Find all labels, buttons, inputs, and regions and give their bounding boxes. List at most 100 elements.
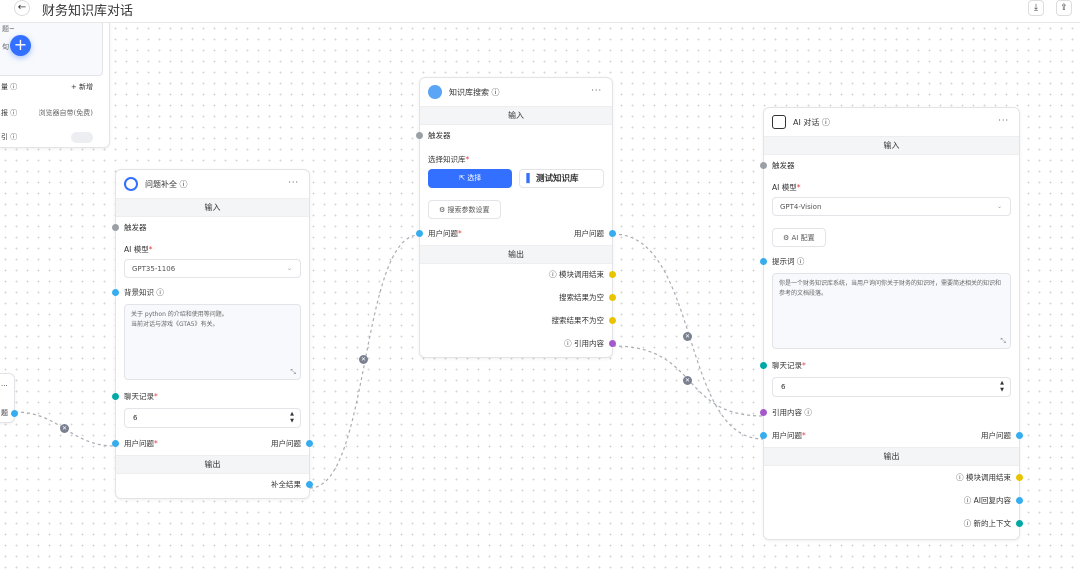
output-not-empty: 搜索结果不为空 (420, 310, 616, 333)
bg-handle[interactable] (112, 289, 119, 296)
share-icon: ⇪ (1060, 3, 1068, 13)
delete-edge-icon[interactable]: ✕ (60, 424, 69, 433)
node-header[interactable]: 问题补全 ⓘ··· (116, 170, 309, 198)
prompt-textarea[interactable]: 你是一个财务知识库系统，当用户询问你关于财务的知识时，需要简述相关的知识和参考的… (772, 273, 1011, 349)
label-text: AI 模型 (124, 245, 149, 254)
output-handle[interactable] (609, 271, 616, 278)
question-icon (124, 177, 138, 191)
trigger-label: 触发器 (772, 161, 795, 170)
output-handle[interactable] (1016, 497, 1023, 504)
input-handle[interactable] (760, 432, 767, 439)
chevron-down-icon: ⌄ (996, 203, 1002, 210)
output-handle[interactable] (609, 294, 616, 301)
model-select[interactable]: GPT4-Vision ⌄ (772, 197, 1011, 216)
node-title: 知识库搜索 (449, 87, 489, 97)
ai-config-button[interactable]: ⚙ AI 配置 (772, 228, 826, 247)
history-handle[interactable] (112, 393, 119, 400)
tts-select[interactable]: 浏览器自带(免费) (38, 109, 93, 117)
delete-edge-icon[interactable]: ✕ (683, 332, 692, 341)
input-handle[interactable] (112, 440, 119, 447)
history-value: 6 (781, 383, 786, 391)
input-handle[interactable] (416, 230, 423, 237)
add-button[interactable]: + (10, 35, 31, 56)
back-button[interactable]: ← (14, 0, 30, 16)
output-handle[interactable] (1016, 432, 1023, 439)
quote-handle[interactable] (760, 409, 767, 416)
output-handle[interactable] (609, 317, 616, 324)
trigger-row: 触发器 (760, 155, 1019, 177)
output-empty: 搜索结果为空 (420, 287, 616, 310)
kb-select-row: ⇱ 选择 ▌ 测试知识库 (420, 169, 612, 188)
export-button[interactable]: ⇪ (1056, 0, 1072, 16)
edge-kb-to-ai-userq (612, 233, 764, 440)
output-label: 模块调用结束 (966, 473, 1011, 482)
guide-toggle[interactable] (71, 132, 93, 143)
more-button[interactable]: ··· (591, 86, 602, 95)
stepper-icon[interactable]: ▲▼ (290, 411, 294, 424)
label-text: AI 模型 (772, 183, 797, 192)
output-handle[interactable] (609, 230, 616, 237)
more-button[interactable]: ··· (998, 116, 1009, 125)
row-label: 引 (1, 133, 8, 141)
more-button[interactable]: ··· (288, 178, 299, 187)
output-label: 引用内容 (574, 339, 604, 348)
user-q-label: 用户问题 (428, 229, 458, 238)
top-bar: ← 财务知识库对话 ⤓ ⇪ (0, 0, 1080, 23)
output-section: 输出 (116, 455, 309, 474)
trigger-row: 触发器 (112, 217, 309, 239)
user-q-out-label: 用户问题 (981, 431, 1011, 440)
output-label: 搜索结果为空 (559, 293, 604, 302)
bg-row: 背景知识 ⓘ (112, 282, 309, 304)
node-header[interactable]: 知识库搜索 ⓘ··· (420, 78, 612, 106)
model-select[interactable]: GPT35-1106⌄ (124, 259, 301, 278)
trigger-handle[interactable] (112, 224, 119, 231)
add-variable-button[interactable]: + 新增 (70, 83, 93, 91)
guide-row: 引 ⓘ (1, 132, 93, 143)
edge-kb-to-ai-quote (612, 345, 764, 417)
output-handle[interactable] (1016, 474, 1023, 481)
output-finish: ⓘ 模块调用结束 (420, 264, 616, 287)
more-button[interactable]: ··· (1, 382, 8, 390)
output-handle[interactable] (609, 340, 616, 347)
output-handle[interactable] (306, 440, 313, 447)
database-icon (428, 85, 442, 99)
search-params-button[interactable]: ⚙ 搜索参数设置 (428, 200, 501, 219)
trigger-handle[interactable] (760, 162, 767, 169)
node-title: 问题补全 (145, 179, 177, 189)
button-label: 搜索参数设置 (447, 206, 490, 214)
user-question-row: 用户问题*用户问题 (416, 223, 616, 245)
kb-tag[interactable]: ▌ 测试知识库 (519, 169, 604, 188)
delete-edge-icon[interactable]: ✕ (359, 355, 368, 364)
trigger-label: 触发器 (124, 223, 147, 232)
bg-textarea[interactable]: 关于 python 的介绍和使用等问题。 当前对话与游戏《GTA5》有关。 ⤡ (124, 304, 301, 380)
arrow-left-icon: ← (17, 2, 27, 13)
prompt-handle[interactable] (760, 258, 767, 265)
cursor-icon: ⇱ (459, 174, 466, 182)
stepper-icon[interactable]: ▲▼ (1000, 380, 1004, 393)
output-handle[interactable] (11, 410, 18, 417)
output-handle[interactable] (1016, 520, 1023, 527)
result-label: 补全结果 (271, 480, 301, 489)
history-input[interactable]: 6▲▼ (124, 408, 301, 428)
expand-icon[interactable]: ⤡ (1000, 337, 1006, 345)
history-handle[interactable] (760, 362, 767, 369)
delete-edge-icon[interactable]: ✕ (683, 376, 692, 385)
expand-icon[interactable]: ⤡ (290, 368, 296, 376)
history-input[interactable]: 6 ▲▼ (772, 377, 1011, 397)
selected-value: GPT35-1106 (132, 265, 176, 273)
select-kb-button[interactable]: ⇱ 选择 (428, 169, 513, 188)
node-header[interactable]: AI 对话 ⓘ··· (764, 108, 1019, 136)
result-handle[interactable] (306, 481, 313, 488)
output-label: 模块调用结束 (559, 270, 604, 279)
textarea-text: 旬 (2, 43, 9, 51)
prompt-label: 提示词 (772, 257, 795, 266)
import-button[interactable]: ⤓ (1028, 0, 1044, 16)
trigger-handle[interactable] (416, 132, 423, 139)
textarea-text: 关于 python 的介绍和使用等问题。 当前对话与游戏《GTA5》有关。 (131, 311, 228, 328)
selected-value: GPT4-Vision (780, 203, 822, 211)
output-label: AI回复内容 (973, 496, 1011, 505)
model-label: AI 模型* (772, 183, 801, 192)
row-label: 报 (1, 109, 8, 117)
gear-icon: ⚙ (439, 206, 446, 214)
kb-search-node: 知识库搜索 ⓘ··· 输入 触发器 选择知识库* ⇱ 选择 ▌ 测试知识库 ⚙ … (416, 77, 616, 358)
